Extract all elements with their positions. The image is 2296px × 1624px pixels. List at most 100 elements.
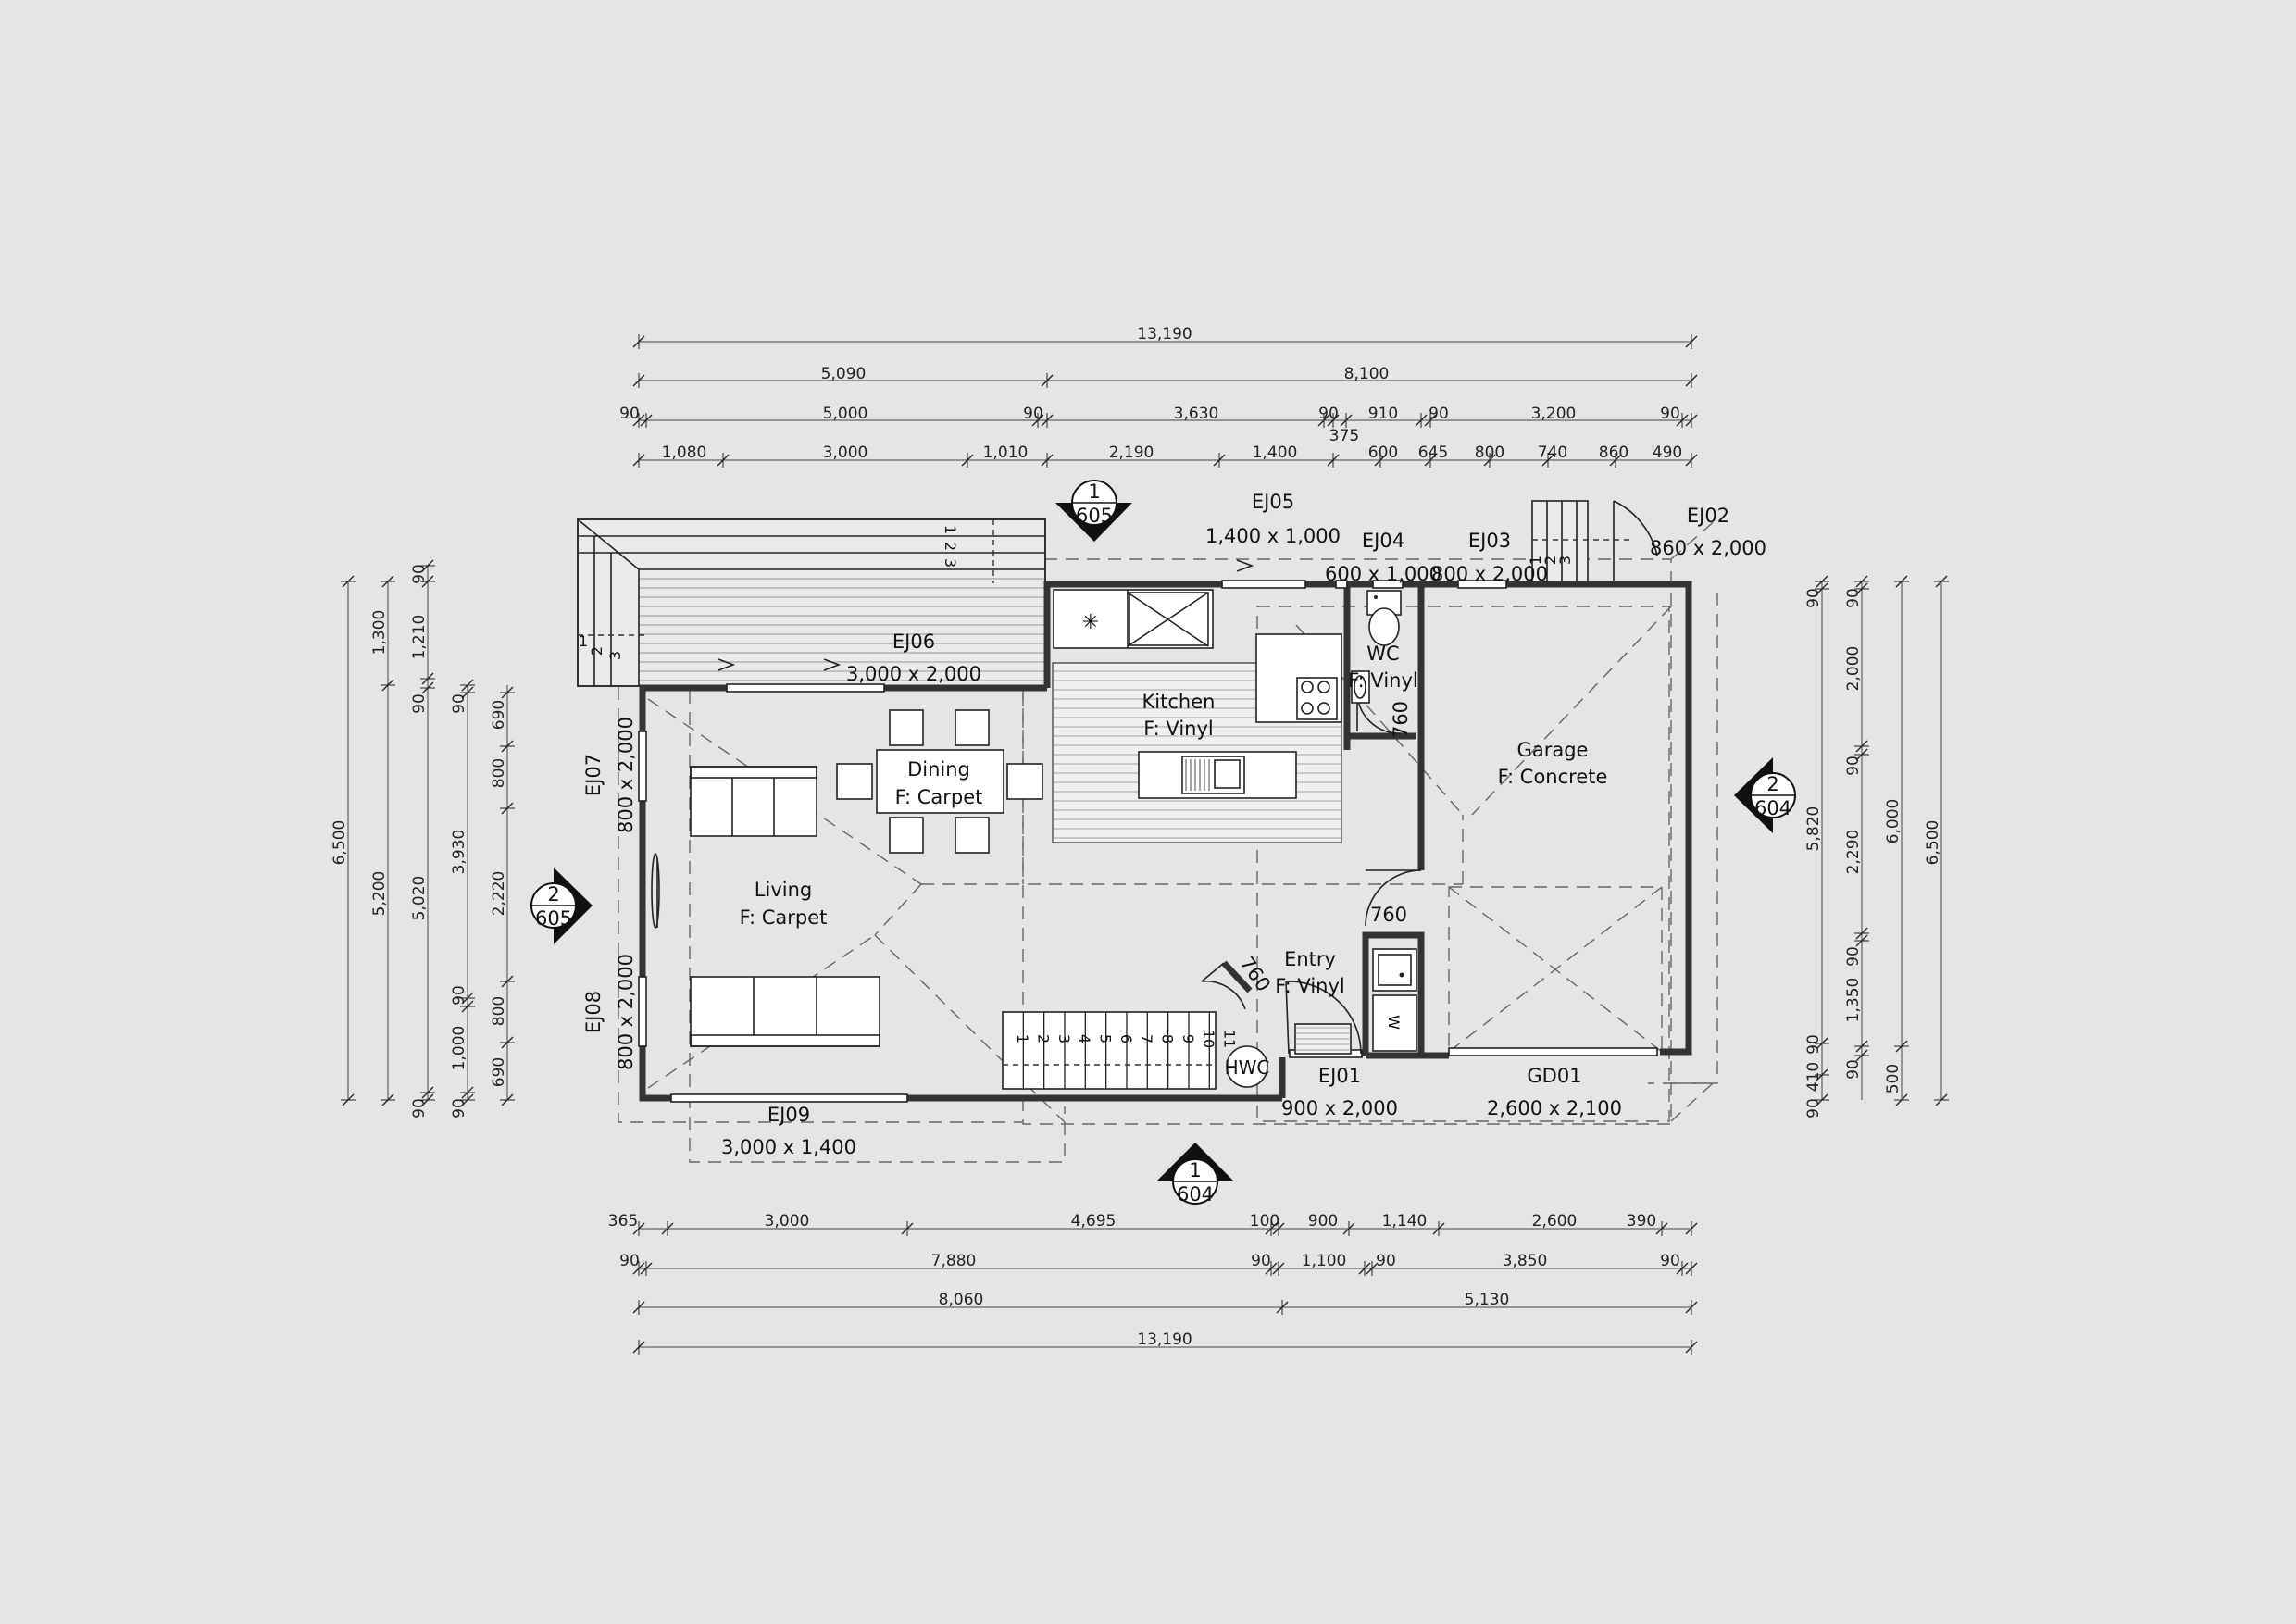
dim-right-3a: 6,000 — [1884, 799, 1903, 844]
dim-right-2f: 1,350 — [1844, 978, 1863, 1023]
right-dimensions: 90 5,820 90 410 90 90 2,000 90 2,290 90 … — [1804, 575, 1949, 1118]
dim-bot-1b: 3,000 — [765, 1212, 810, 1230]
dim-left-4d: 1,000 — [450, 1026, 468, 1071]
deck-side-step-2: 2 — [588, 646, 605, 656]
ej07-size: 800 x 2,000 — [615, 717, 637, 833]
dim-right-1d: 410 — [1804, 1062, 1823, 1092]
wc-floor: F: Vinyl — [1348, 669, 1418, 692]
stair-number: 6 — [1117, 1034, 1135, 1043]
garage-name: Garage — [1517, 739, 1589, 761]
section-top-num: 1 — [1088, 481, 1100, 503]
garage-floor: F: Concrete — [1498, 766, 1608, 788]
stair-number: 5 — [1096, 1034, 1114, 1043]
living-furniture — [690, 766, 880, 1047]
gd01-size: 2,600 x 2,100 — [1487, 1097, 1622, 1119]
dim-top-2b: 8,100 — [1344, 365, 1390, 383]
deck-step-3: 3 — [942, 558, 959, 568]
dim-left-5e: 690 — [490, 1057, 508, 1087]
ej09-code: EJ09 — [767, 1104, 810, 1126]
dim-bot-2c: 90 — [1251, 1252, 1271, 1270]
ej02-size: 860 x 2,000 — [1650, 537, 1766, 559]
dim-left-5c: 2,220 — [490, 871, 508, 917]
dim-left-3b: 1,210 — [410, 615, 429, 660]
dim-left-3c: 90 — [410, 693, 429, 714]
rear-step-1: 1 — [1527, 556, 1544, 565]
dim-left-5b: 800 — [490, 758, 508, 788]
section-right-sheet: 604 — [1754, 797, 1791, 819]
top-dimensions: 13,190 5,090 8,100 90 5,000 90 3,630 90 … — [619, 325, 1698, 468]
dim-left-4b: 3,930 — [450, 830, 468, 875]
stair-number: 2 — [1034, 1034, 1052, 1043]
dim-top-3b: 5,000 — [823, 405, 868, 423]
dim-bot-1g: 2,600 — [1532, 1212, 1578, 1230]
deck-step-2: 2 — [942, 542, 959, 551]
deck-step-1: 1 — [942, 525, 959, 534]
dim-top-4e: 1,400 — [1253, 443, 1298, 462]
section-left-sheet: 605 — [535, 907, 572, 930]
dim-top-2a: 5,090 — [821, 365, 867, 383]
section-right-num: 2 — [1766, 773, 1778, 795]
gd01-code: GD01 — [1527, 1065, 1581, 1087]
kitchen-area: ✳ — [1052, 589, 1342, 843]
ej05-size: 1,400 x 1,000 — [1205, 525, 1341, 547]
dim-right-2d: 2,290 — [1844, 830, 1863, 875]
dim-right-2c: 90 — [1844, 756, 1863, 776]
deck-side-step-1: 1 — [579, 632, 588, 650]
dim-left-2a: 1,300 — [370, 610, 389, 656]
dim-top-4b: 3,000 — [823, 443, 868, 462]
dim-left-2b: 5,200 — [370, 871, 389, 917]
deck: 1 2 3 1 2 3 — [577, 518, 1254, 687]
ej06-size: 3,000 x 2,000 — [846, 663, 981, 685]
dim-left-3d: 5,020 — [410, 876, 429, 921]
ej04-size: 600 x 1,000 — [1325, 563, 1441, 585]
living-name: Living — [755, 879, 812, 901]
svg-text:W: W — [1385, 1015, 1403, 1030]
ej04-code: EJ04 — [1362, 530, 1404, 552]
dim-bot-2b: 7,880 — [931, 1252, 977, 1270]
dim-right-1c: 90 — [1804, 1034, 1823, 1055]
section-marker-bottom: 1 604 — [1156, 1143, 1234, 1206]
ej05-code: EJ05 — [1252, 491, 1294, 513]
dim-right-1e: 90 — [1804, 1098, 1823, 1118]
dim-left-5a: 690 — [490, 700, 508, 730]
entry-floor: F: Vinyl — [1275, 975, 1345, 997]
ej01-code: EJ01 — [1318, 1065, 1361, 1087]
dim-left-3a: 90 — [410, 564, 429, 584]
dim-bot-2g: 90 — [1660, 1252, 1680, 1270]
dim-bot-1e: 900 — [1308, 1212, 1338, 1230]
dim-bot-total: 13,190 — [1137, 1330, 1192, 1349]
stair-number: 11 — [1220, 1030, 1238, 1048]
dim-bot-1d: 100 — [1250, 1212, 1279, 1230]
wc-name: WC — [1366, 643, 1399, 665]
ej08-code: EJ08 — [582, 991, 605, 1033]
ej08-size: 800 x 2,000 — [615, 954, 637, 1070]
kitchen-floor: F: Vinyl — [1143, 718, 1214, 740]
section-left-num: 2 — [547, 883, 559, 906]
dim-bot-2f: 3,850 — [1503, 1252, 1548, 1270]
section-marker-right: 2 604 — [1734, 757, 1796, 833]
dim-bot-1f: 1,140 — [1382, 1212, 1428, 1230]
dim-top-4c: 1,010 — [983, 443, 1029, 462]
stair-door-width: 760 — [1235, 953, 1275, 996]
dim-bot-1a: 365 — [608, 1212, 638, 1230]
ej03-code: EJ03 — [1468, 530, 1511, 552]
dim-right-4: 6,500 — [1924, 820, 1942, 866]
section-bottom-sheet: 604 — [1177, 1183, 1214, 1206]
rear-step-2: 2 — [1541, 556, 1559, 565]
section-bottom-num: 1 — [1189, 1159, 1201, 1181]
dim-top-4f: 600 — [1368, 443, 1398, 462]
dim-right-1b: 5,820 — [1804, 806, 1823, 852]
entry-name: Entry — [1284, 948, 1336, 970]
dim-top-3g: 90 — [1429, 405, 1449, 423]
stair-number: 8 — [1158, 1034, 1176, 1043]
hwc-label: HWC — [1225, 1056, 1270, 1079]
dim-left-5d: 800 — [490, 996, 508, 1026]
bottom-dimensions: 365 3,000 4,695 100 900 1,140 2,600 390 … — [608, 1212, 1698, 1355]
opening-tags: EJ05 1,400 x 1,000 EJ04 600 x 1,000 EJ03… — [582, 491, 1766, 1158]
hwc-icon — [1226, 1045, 1268, 1088]
stair-number: 4 — [1076, 1034, 1093, 1043]
dim-left-4a: 90 — [450, 693, 468, 714]
rear-steps: 1 2 3 — [1527, 500, 1658, 583]
